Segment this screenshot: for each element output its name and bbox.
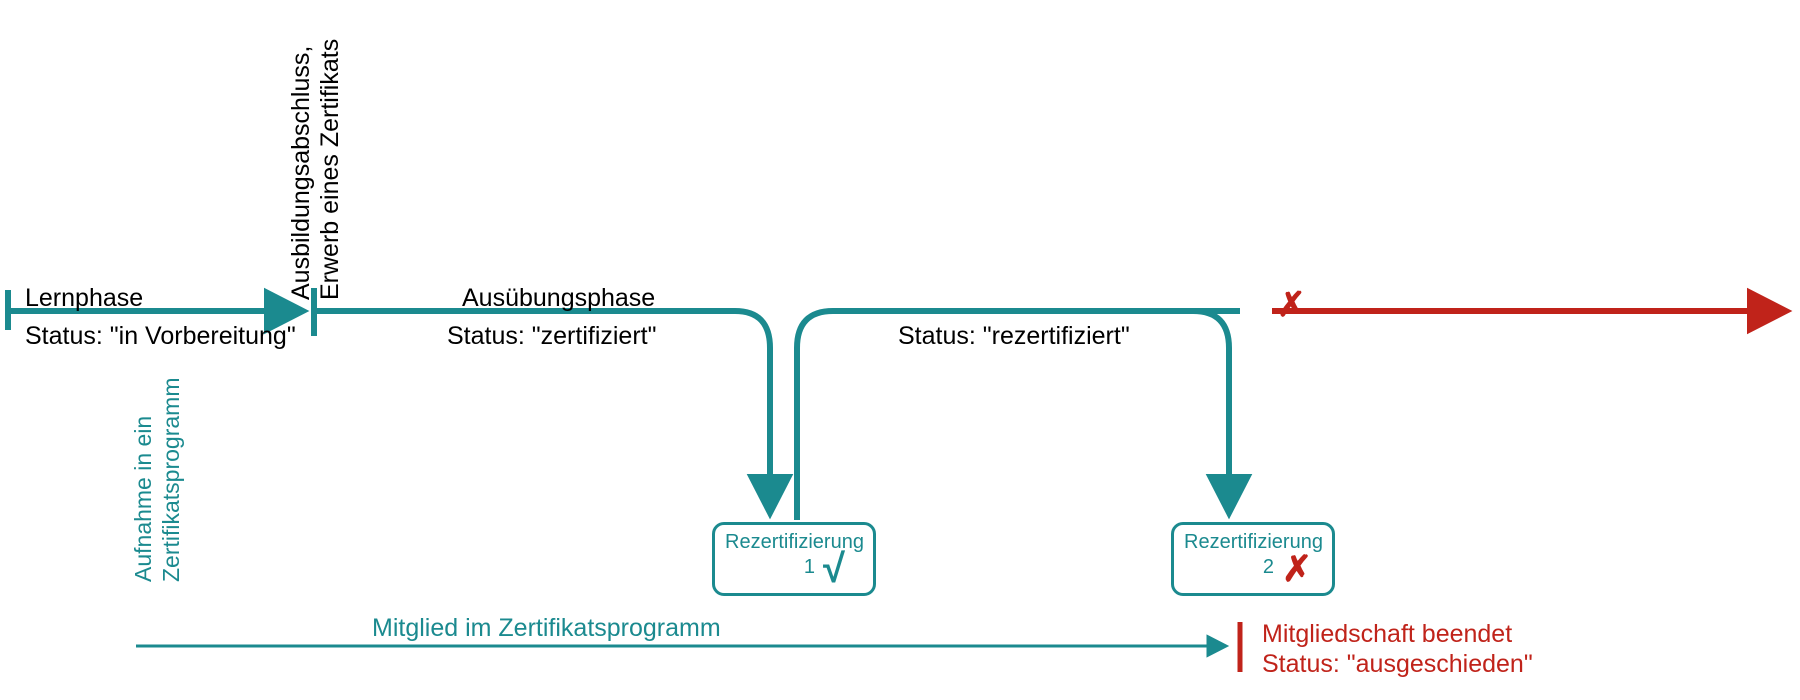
entry-label-line1: Aufnahme in ein [130,415,156,582]
recert-box-1-label: Rezertifizierung [725,531,864,553]
recert-box-1-number: 1 [803,556,815,578]
membership-ended-line1: Mitgliedschaft beendet [1262,620,1513,648]
recert1-return-segment [794,308,1240,520]
phase-rezertifiziert-status: Status: "rezertifiziert" [898,322,1130,350]
recert2-entry-segment [1192,308,1253,520]
recert-box-2[interactable]: Rezertifizierung 2 ✗ [1171,522,1335,596]
milestone-label-line2: Erwerb eines Zertifikats [316,38,344,300]
milestone-label-line1: Ausbildungsabschluss, [287,45,315,300]
recert-box-2-label: Rezertifizierung [1184,531,1323,553]
recert-box-2-number: 2 [1262,556,1274,578]
membership-span-label: Mitglied im Zertifikatsprogramm [372,614,721,642]
recert-box-1[interactable]: Rezertifizierung 1 √ [712,522,876,596]
phase-ausuebungsphase-label: Ausübungsphase [462,284,656,312]
phase-ausuebungsphase-status: Status: "zertifiziert" [447,322,657,350]
ausuebungsphase-segment [314,308,794,520]
entry-label-line2: Zertifikatsprogramm [158,377,184,582]
recert-box-1-pass-icon: √ [823,547,845,591]
membership-ended-line2: Status: "ausgeschieden" [1262,650,1533,678]
timeline-failure-icon: ✗ [1277,286,1306,324]
phase-lernphase-label: Lernphase [25,284,144,312]
phase-lernphase-status: Status: "in Vorbereitung" [25,322,296,350]
recert-box-2-fail-icon: ✗ [1282,548,1313,589]
